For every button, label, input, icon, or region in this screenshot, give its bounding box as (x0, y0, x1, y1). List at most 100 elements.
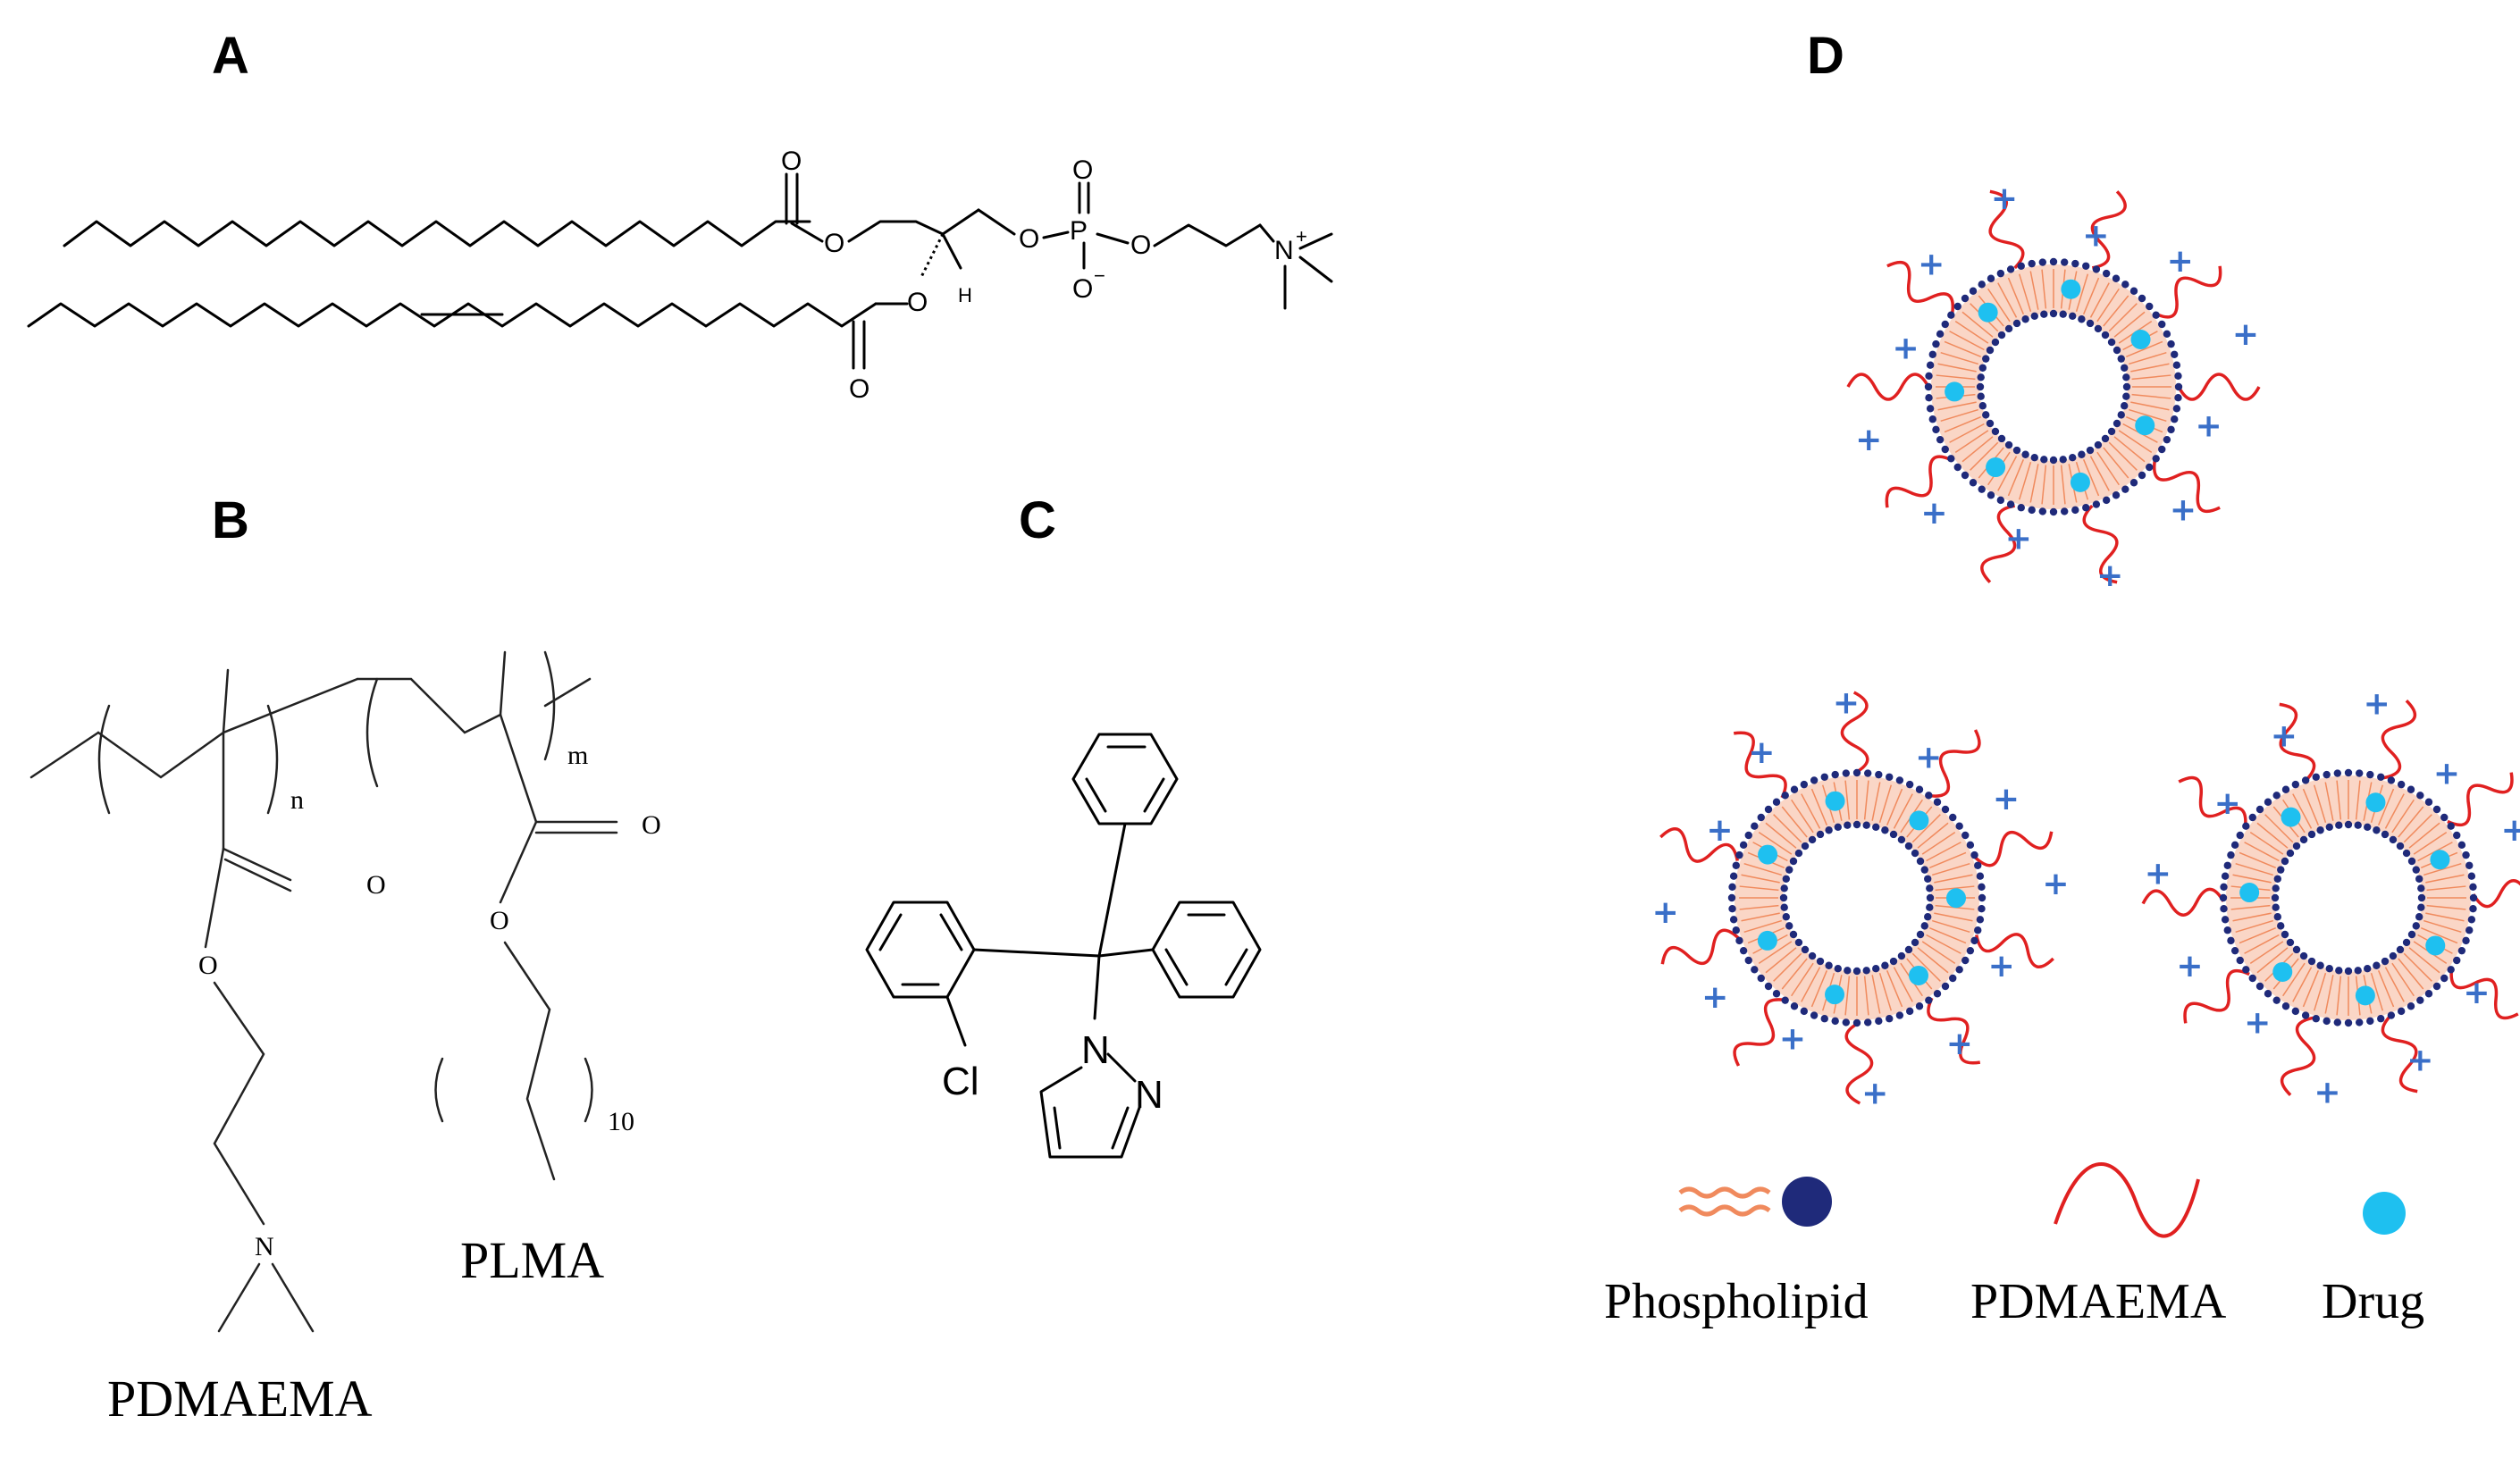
lipid-head (2387, 776, 2396, 784)
positive-charge: + (2244, 1004, 2271, 1041)
positive-charge: + (1920, 495, 1947, 532)
lipid-head (1886, 1015, 1894, 1023)
lipid-head (1978, 485, 1986, 493)
lipid-head (2447, 966, 2455, 974)
subscript-m: m (567, 741, 588, 770)
lipid-head (2312, 1015, 2320, 1023)
lipid-head (1844, 967, 1852, 975)
lipid-tail (2230, 904, 2271, 910)
lipid-tail (1940, 351, 1979, 365)
lipid-head (1926, 884, 1934, 892)
lipid-head (1895, 1011, 1904, 1019)
lipid-head (1889, 957, 1898, 966)
polymer-chain (1846, 373, 1930, 401)
lipid-tail (2103, 295, 2129, 327)
lipid-head (2397, 780, 2406, 789)
lipid-head (1978, 905, 1986, 913)
lipid-tail (2007, 459, 2025, 497)
lipid-head (1991, 338, 2000, 347)
lipid-head (1991, 427, 2000, 436)
lipid-tail (1997, 456, 2018, 491)
lipid-tail (2408, 947, 2440, 974)
lipid-tail (2235, 862, 2274, 876)
atom-n1: N (1081, 1028, 1110, 1072)
lipid-head (1932, 425, 1940, 434)
lipid-head (2407, 785, 2415, 793)
palmitoyl-chain (63, 220, 811, 247)
lipid-head (2094, 440, 2103, 449)
lipid-tail (1934, 912, 1973, 922)
lipid-head (1978, 364, 1987, 372)
charge-plus: + (1296, 225, 1307, 247)
positive-charge: + (1861, 1075, 1888, 1111)
lipid-tail (2239, 851, 2276, 869)
lipid-head (2049, 257, 2058, 266)
lipid-tail (2007, 277, 2025, 314)
lipid-tail (2089, 456, 2110, 491)
lipid-head (1911, 849, 1919, 858)
lipid-head (2462, 850, 2470, 859)
lipid-head (2172, 361, 2181, 369)
lipid-tail (2425, 912, 2465, 922)
lipid-tail (1921, 832, 1956, 855)
atom-o-carbonyl-bottom: O (849, 374, 869, 404)
lipid-tail (1931, 862, 1970, 876)
lipid-head (2117, 355, 2125, 363)
positive-charge: + (2433, 756, 2460, 792)
lipid-head (1947, 455, 1955, 463)
lipid-head (2086, 319, 2095, 328)
lipid-head (1831, 770, 1839, 779)
lipid-head (2354, 967, 2362, 975)
lipid-head (2101, 331, 2110, 339)
lipid-head (2122, 382, 2131, 391)
lipid-head (2316, 961, 2324, 969)
positive-charge: + (2176, 948, 2203, 985)
lipid-tail (2408, 822, 2440, 849)
lipid-head (2281, 785, 2290, 793)
lipid-head (1915, 785, 1924, 793)
lipid-tail (1791, 962, 1814, 997)
polymer-chain (2082, 504, 2119, 584)
lipid-head (1779, 893, 1788, 902)
lipid-head (1997, 331, 2006, 339)
lipid-head (1916, 857, 1925, 866)
lipid-head (1757, 974, 1765, 983)
lipid-tail (1773, 814, 1802, 843)
lipid-head (1735, 850, 1743, 859)
polymer-chain (1844, 1021, 1874, 1105)
lipid-head (2323, 1017, 2331, 1026)
positive-charge: + (2145, 855, 2171, 892)
lipid-head (1825, 961, 1833, 969)
lipid-head (1926, 405, 1935, 413)
panel-b-polymer-structure: n m O O N PDMAEMA O O 10 PLMA (29, 650, 661, 1428)
lipid-head (1961, 294, 1970, 303)
lipid-head (1986, 419, 1995, 428)
atom-o-phosphate-bottom: O (1072, 274, 1093, 304)
lipid-head (2040, 456, 2048, 464)
lipid-head (2264, 990, 2272, 998)
lipid-head (1996, 269, 2005, 278)
lipid-head (1842, 769, 1850, 777)
lipid-head (2417, 884, 2425, 892)
lipid-head (2272, 884, 2280, 892)
lipid-tail (1931, 919, 1970, 934)
label-pdmaema: PDMAEMA (107, 1370, 373, 1428)
lipid-head (1739, 841, 1748, 850)
lipid-tail (2370, 972, 2384, 1011)
lipid-tail (2029, 464, 2039, 503)
lipid-head (1794, 849, 1803, 858)
lipid-tail (1741, 874, 1780, 884)
lipid-tail (2292, 967, 2313, 1002)
lipid-tail (2118, 430, 2153, 453)
lipid-tail (1937, 401, 1977, 411)
lipid-tail (2060, 465, 2066, 505)
polymer-chain (2280, 1016, 2316, 1096)
lipid-head (2152, 455, 2160, 463)
lipid-tail (1917, 822, 1949, 849)
lipid-head (2457, 841, 2466, 850)
polymer-chain (1988, 189, 2025, 270)
lipid-head (2291, 1007, 2300, 1016)
positive-charge: + (1993, 781, 2020, 817)
polymer-chain (1927, 997, 1981, 1065)
lipid-head (2242, 966, 2250, 974)
